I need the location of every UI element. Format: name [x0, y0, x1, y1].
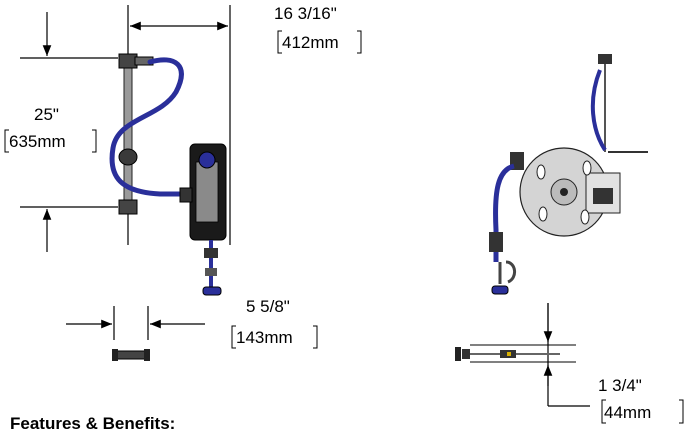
front-view: 16 3/16" 412mm 25" 635mm: [4, 4, 362, 296]
hose: [109, 57, 193, 197]
width-imperial-label: 16 3/16": [274, 4, 337, 23]
height-metric-label: 635mm: [9, 132, 66, 151]
base-imperial-label: 5 5/8": [246, 297, 290, 316]
bottom-view: 5 5/8" 143mm: [66, 297, 318, 361]
depth-metric-label: 44mm: [604, 403, 651, 422]
height-imperial-label: 25": [34, 105, 59, 124]
width-metric-label: 412mm: [282, 33, 339, 52]
side-view: [489, 54, 648, 295]
base-metric-label: 143mm: [236, 328, 293, 347]
features-heading: Features & Benefits:: [10, 414, 176, 433]
top-view: 1 3/4" 44mm: [455, 303, 684, 424]
depth-imperial-label: 1 3/4": [598, 376, 642, 395]
